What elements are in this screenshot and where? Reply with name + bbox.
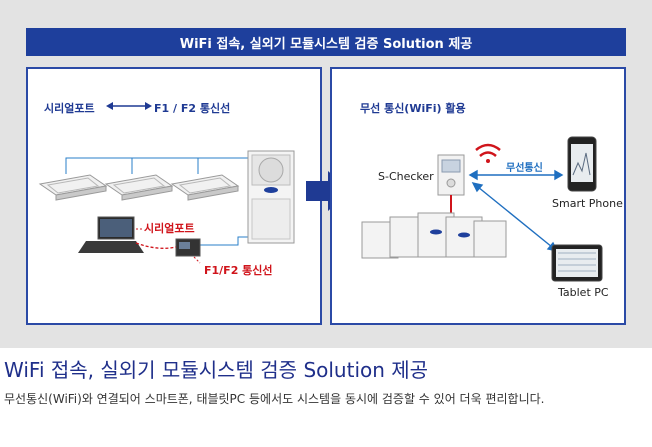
caption-description: 무선통신(WiFi)와 연결되어 스마트폰, 태블릿PC 등에서도 시스템을 동… bbox=[4, 392, 545, 406]
caption-title: WiFi 접속, 실외기 모듈시스템 검증 Solution 제공 bbox=[4, 358, 429, 382]
wireless-panel: 무선 통신(WiFi) 활용 S-Checker 무선통신 Smart Phon… bbox=[330, 67, 626, 325]
wireless-link-arrows bbox=[468, 169, 564, 253]
indoor-cassette-unit-icon bbox=[170, 174, 240, 201]
wireless-panel-title: 무선 통신(WiFi) 활용 bbox=[360, 102, 466, 115]
legend-serial-label: 시리얼포트 bbox=[44, 102, 95, 115]
legend-f1f2-label: F1 / F2 통신선 bbox=[154, 102, 231, 115]
smartphone-icon bbox=[567, 136, 597, 192]
wireless-diagram bbox=[361, 136, 603, 282]
indoor-cassette-unit-icon bbox=[38, 174, 108, 201]
laptop-icon bbox=[78, 216, 144, 253]
f1f2-line-label: F1/F2 통신선 bbox=[204, 264, 273, 277]
indoor-cassette-unit-icon bbox=[104, 174, 174, 201]
tablet-icon bbox=[551, 244, 603, 282]
banner-title: WiFi 접속, 실외기 모듈시스템 검증 Solution 제공 bbox=[26, 28, 626, 56]
wireless-comm-label: 무선통신 bbox=[506, 163, 543, 174]
outdoor-unit-icon bbox=[247, 150, 295, 244]
s-checker-icon bbox=[437, 154, 465, 196]
tablet-label: Tablet PC bbox=[558, 286, 609, 299]
s-checker-label: S-Checker bbox=[378, 170, 434, 183]
diagram-banner: WiFi 접속, 실외기 모듈시스템 검증 Solution 제공 bbox=[0, 0, 652, 348]
wired-panel: 시리얼포트 F1 / F2 통신선 시리얼포트 F1/F2 통신선 bbox=[26, 67, 322, 325]
s-checker-device-icon bbox=[175, 238, 201, 257]
legend-arrow-icon bbox=[106, 102, 152, 110]
wired-diagram bbox=[38, 102, 295, 264]
wifi-icon bbox=[475, 143, 501, 163]
outdoor-unit-cluster-icon bbox=[361, 212, 507, 259]
smartphone-label: Smart Phone bbox=[552, 197, 623, 210]
serial-port-label: 시리얼포트 bbox=[144, 222, 195, 235]
